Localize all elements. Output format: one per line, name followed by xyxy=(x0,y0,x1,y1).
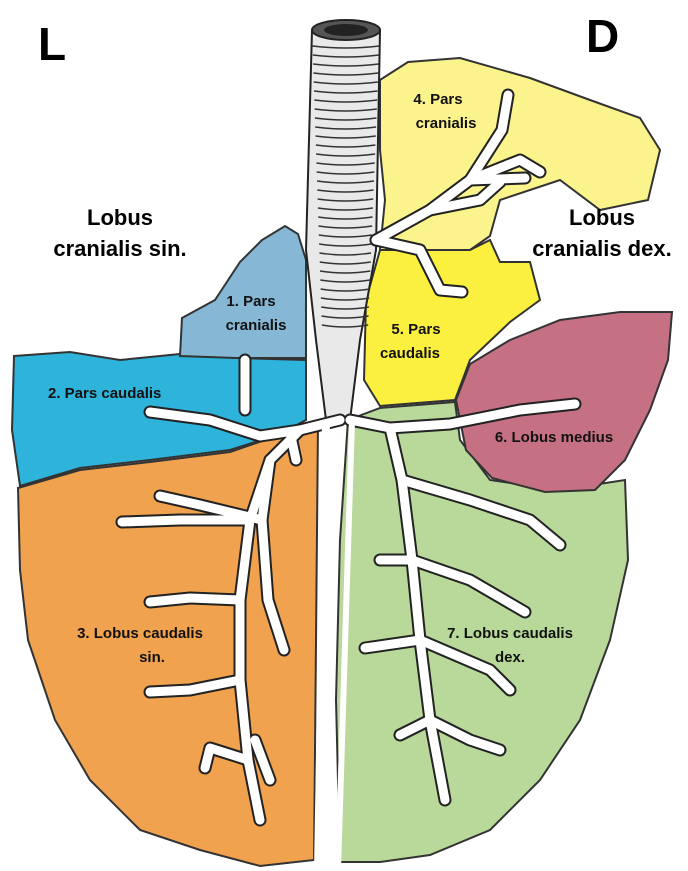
right-side-label: D xyxy=(586,10,619,62)
region-3-label-line2: sin. xyxy=(139,649,165,666)
lobe-title-right-line2: cranialis dex. xyxy=(532,236,671,261)
region-3-lobus-caudalis-sin xyxy=(18,422,318,866)
region-2-label: 2. Pars caudalis xyxy=(48,385,161,402)
region-3-label-line1: 3. Lobus caudalis xyxy=(77,625,203,642)
region-6-label: 6. Lobus medius xyxy=(495,429,613,446)
region-7-label-line2: dex. xyxy=(495,649,525,666)
midline-gap xyxy=(318,420,326,870)
region-4-label-line1: 4. Pars xyxy=(413,91,462,108)
bronchus xyxy=(122,520,250,522)
lobe-title-left-line1: Lobus xyxy=(87,205,153,230)
lobe-title-right-line1: Lobus xyxy=(569,205,635,230)
lobe-title-left-line2: cranialis sin. xyxy=(53,236,186,261)
bronchus xyxy=(150,598,240,602)
region-5-label-line1: 5. Pars xyxy=(391,321,440,338)
region-1-label-line1: 1. Pars xyxy=(226,293,275,310)
bronchus xyxy=(470,178,525,180)
region-1-pars-cranialis xyxy=(180,226,306,358)
region-5-label-line2: caudalis xyxy=(380,345,440,362)
left-side-label: L xyxy=(38,18,66,70)
region-7-label-line1: 7. Lobus caudalis xyxy=(447,625,573,642)
bronchus xyxy=(290,432,296,460)
region-4-label-line2: cranialis xyxy=(416,115,477,132)
region-1-label-line2: cranialis xyxy=(226,317,287,334)
